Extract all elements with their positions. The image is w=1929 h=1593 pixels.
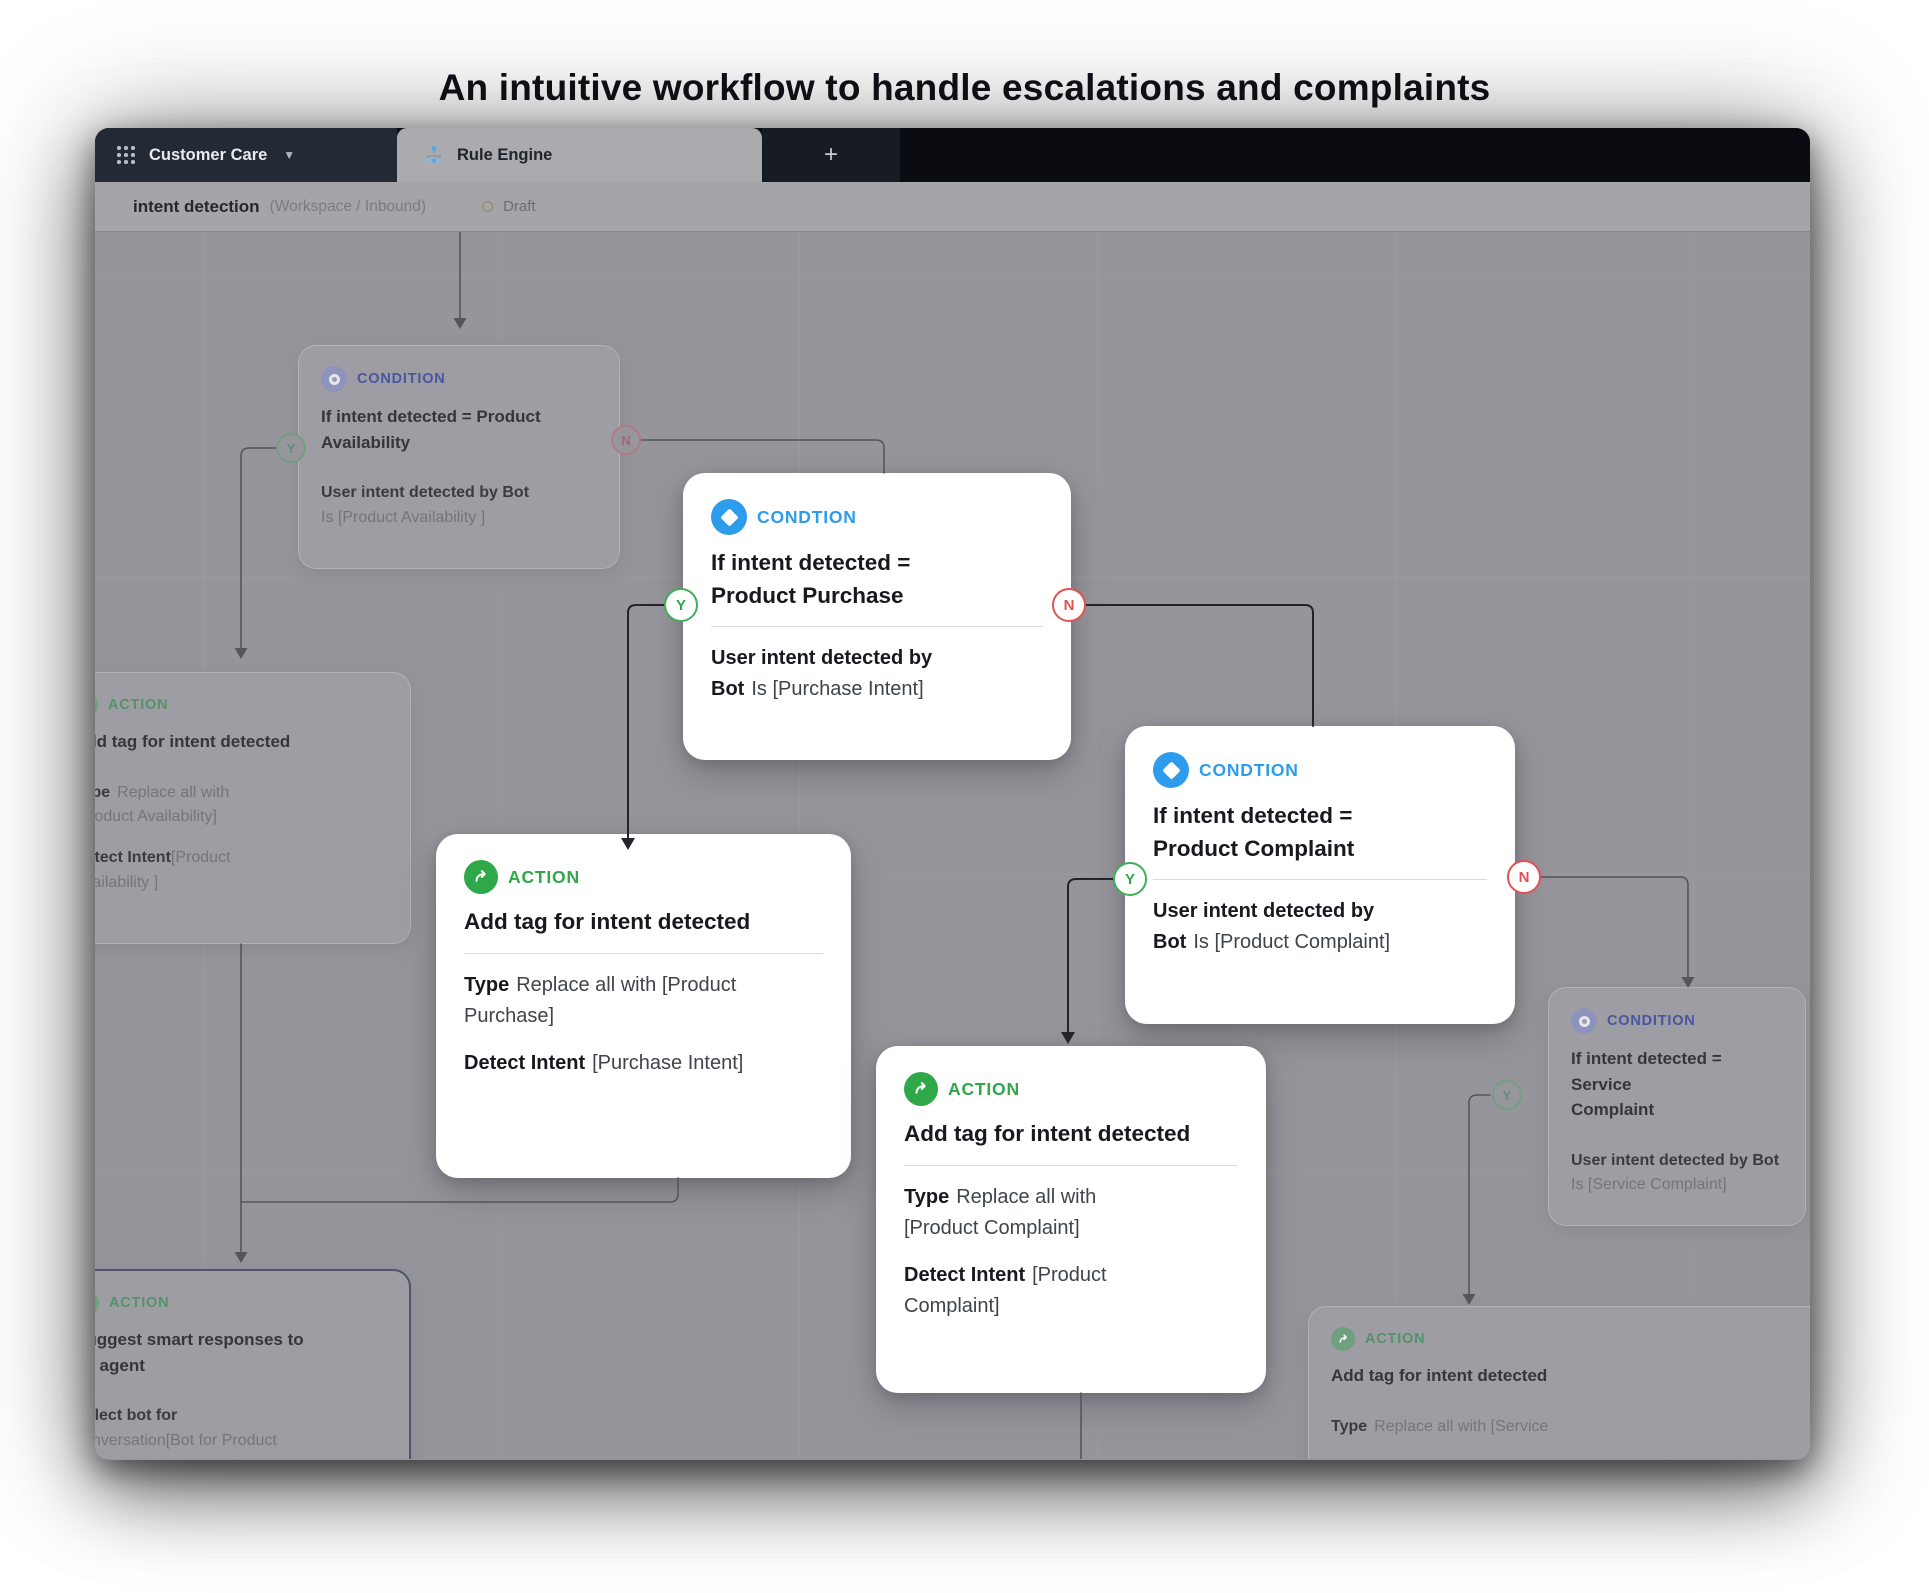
condition-node-product-complaint[interactable]: CONDTION If intent detected =Product Com…	[1125, 726, 1515, 1024]
node-title: Add tag for intent detected	[1331, 1366, 1548, 1385]
top-navbar: Customer Care ▼ Rule Engine +	[95, 128, 1810, 182]
app-window: Customer Care ▼ Rule Engine + intent det…	[95, 128, 1810, 1460]
page-title: An intuitive workflow to handle escalati…	[438, 66, 1491, 108]
node-type-label: CONDTION	[1199, 759, 1299, 780]
condition-node-product-purchase[interactable]: CONDTION If intent detected =Product Pur…	[683, 473, 1071, 760]
node-type-label: ACTION	[109, 1295, 170, 1311]
workspace-name[interactable]: Customer Care	[149, 145, 268, 164]
status-badge: Draft	[503, 198, 536, 215]
new-tab-button[interactable]: +	[762, 128, 900, 182]
node-type-label: ACTION	[508, 866, 580, 887]
tab-rule-engine[interactable]: Rule Engine	[397, 128, 762, 182]
app-grid-icon[interactable]	[117, 146, 135, 164]
action-icon	[464, 860, 498, 894]
condition-icon	[1153, 752, 1189, 788]
node-type-label: ACTION	[948, 1078, 1020, 1099]
yes-branch-badge[interactable]: Y	[664, 588, 698, 622]
action-icon	[95, 693, 98, 717]
node-body: Select bot for conversation[Bot for Prod…	[95, 1407, 277, 1449]
tab-label: Rule Engine	[457, 145, 553, 164]
action-node-suggest-smart-responses[interactable]: ACTION Suggest smart responses toan agen…	[95, 1269, 411, 1459]
node-title: Suggest smart responses toan agent	[95, 1330, 304, 1375]
divider	[464, 952, 823, 954]
divider	[904, 1164, 1238, 1166]
condition-icon	[1571, 1008, 1597, 1034]
node-type-label: ACTION	[1365, 1331, 1426, 1347]
yes-branch-badge[interactable]: Y	[1492, 1080, 1522, 1110]
divider	[1153, 879, 1487, 881]
no-branch-badge[interactable]: N	[1507, 860, 1541, 894]
node-type-label: CONDITION	[1607, 1013, 1696, 1029]
node-type-label: CONDTION	[757, 506, 857, 527]
action-node-tag-availability[interactable]: ACTION Add tag for intent detected TypeR…	[95, 672, 411, 944]
node-type-label: CONDITION	[357, 371, 446, 387]
workspace-switcher[interactable]: Customer Care ▼	[95, 128, 397, 182]
divider	[711, 626, 1043, 628]
node-title: Add tag for intent detected	[464, 909, 751, 934]
action-icon	[904, 1072, 938, 1106]
yes-branch-badge[interactable]: Y	[276, 433, 306, 463]
action-icon	[95, 1291, 99, 1315]
node-body: User intent detected by Bot Is [Service …	[1571, 1151, 1780, 1194]
node-title: If intent detected =Product Purchase	[711, 550, 911, 608]
status-dot-icon	[482, 201, 494, 212]
yes-branch-badge[interactable]: Y	[1113, 862, 1147, 896]
no-branch-badge[interactable]: N	[1052, 588, 1086, 622]
condition-icon	[711, 499, 747, 535]
flow-path: (Workspace / Inbound)	[269, 197, 427, 215]
node-type-label: ACTION	[108, 697, 169, 713]
no-branch-badge[interactable]: N	[611, 425, 641, 455]
node-title: Add tag for intent detected	[904, 1121, 1191, 1146]
flow-name[interactable]: intent detection	[133, 196, 260, 216]
node-title: Add tag for intent detected	[95, 732, 291, 751]
flow-header: intent detection (Workspace / Inbound) D…	[95, 182, 1810, 232]
action-icon	[1331, 1327, 1355, 1351]
node-title: If intent detected =Product Complaint	[1153, 803, 1355, 861]
plus-icon: +	[823, 141, 838, 168]
chevron-down-icon: ▼	[283, 148, 296, 162]
rule-engine-icon	[425, 146, 443, 163]
node-body: User intent detected by Bot Is [Product …	[321, 484, 530, 526]
condition-icon	[321, 366, 347, 392]
